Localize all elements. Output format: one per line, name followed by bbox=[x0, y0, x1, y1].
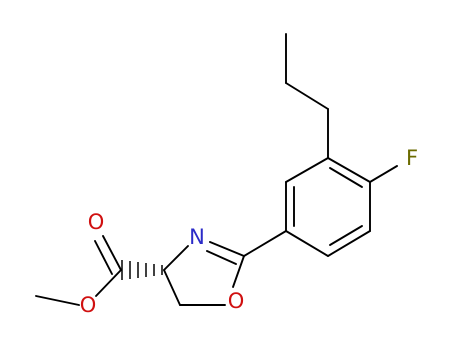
ring-oxygen-atom-label: O bbox=[228, 289, 245, 313]
bond-c2-n bbox=[209, 241, 245, 257]
bond-ring-inner-a bbox=[329, 167, 363, 188]
bond-o-methyl bbox=[35, 295, 80, 306]
bond-c2-n-double bbox=[206, 250, 237, 265]
bond-c-o-single bbox=[95, 269, 122, 297]
ester-group bbox=[35, 235, 122, 306]
ester-oxygen-atom-label: O bbox=[80, 293, 97, 317]
bond-c2-o bbox=[232, 255, 245, 288]
benzene-ring bbox=[285, 157, 371, 257]
bond-aryl-c2 bbox=[243, 230, 287, 257]
bond-c-o-double-2 bbox=[94, 240, 113, 275]
bond-propyl-ch2-ch2 bbox=[285, 82, 329, 110]
carbonyl-oxygen-atom-label: O bbox=[88, 210, 105, 234]
bond-c4-n bbox=[163, 245, 189, 271]
bond-ring-6-1 bbox=[285, 157, 329, 183]
fluorine-atom-label: F bbox=[406, 146, 418, 170]
bond-ring-4-5 bbox=[285, 230, 329, 257]
bond-ring-inner-b bbox=[329, 225, 363, 246]
bond-c-f bbox=[369, 165, 398, 183]
bond-ring-1-2 bbox=[327, 157, 371, 183]
nitrogen-atom-label: N bbox=[189, 225, 205, 249]
bond-c5-c4 bbox=[163, 269, 181, 306]
oxazoline-ring bbox=[163, 241, 245, 306]
hashed-stereo-bond bbox=[121, 260, 163, 280]
bond-c-o-double bbox=[102, 235, 122, 271]
bond-ring-3-4 bbox=[327, 230, 371, 257]
propyl-chain bbox=[285, 33, 329, 159]
